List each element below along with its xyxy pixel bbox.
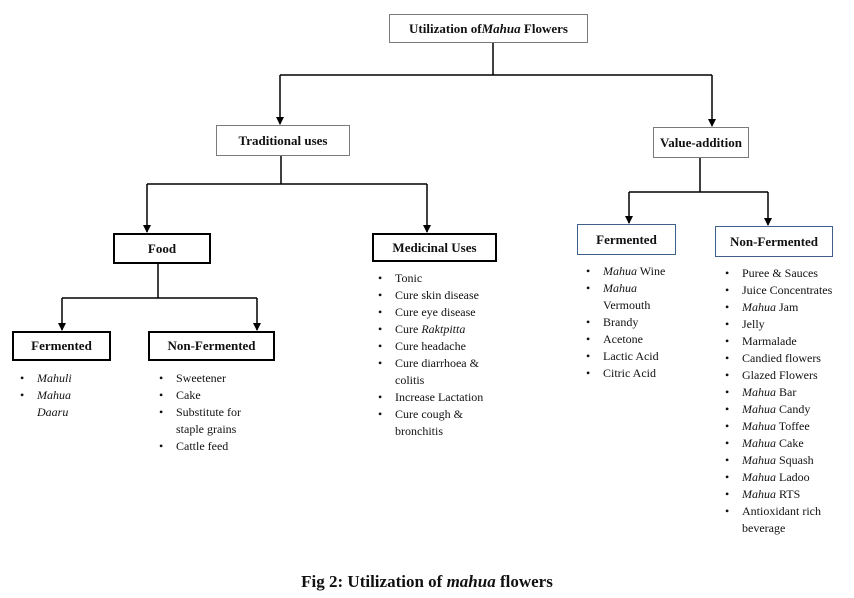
caption-em: mahua	[446, 572, 496, 591]
food-fermented-label: Fermented	[31, 338, 92, 353]
traditional-uses-node: Traditional uses	[216, 125, 350, 156]
list-item: Cure cough & bronchitis	[374, 406, 499, 440]
list-item: Jelly	[721, 316, 849, 333]
list-item: Mahua Jam	[721, 299, 849, 316]
list-item: Cake	[155, 387, 280, 404]
list-item: Mahuli	[16, 370, 96, 387]
list-item: Marmalade	[721, 333, 849, 350]
list-item: Juice Concentrates	[721, 282, 849, 299]
list-item: Mahua Toffee	[721, 418, 849, 435]
va-non-fermented-node: Non-Fermented	[715, 226, 833, 257]
list-item: Mahua Candy	[721, 401, 849, 418]
list-item: Citric Acid	[582, 365, 687, 382]
va-fermented-list: Mahua Wine Mahua Vermouth Brandy Acetone…	[582, 263, 687, 382]
list-item: Glazed Flowers	[721, 367, 849, 384]
list-item: Mahua Cake	[721, 435, 849, 452]
list-item: Cattle feed	[155, 438, 280, 455]
list-item: Substitute for staple grains	[155, 404, 280, 438]
list-item: Mahua Wine	[582, 263, 687, 280]
value-addition-label: Value-addition	[660, 134, 742, 150]
food-fermented-node: Fermented	[12, 331, 111, 361]
root-node: Utilization of Mahua Flowers	[389, 14, 588, 43]
medicinal-list: Tonic Cure skin disease Cure eye disease…	[374, 270, 499, 440]
va-fermented-label: Fermented	[596, 231, 657, 247]
root-label-pre: Utilization of	[409, 20, 482, 36]
list-item: Mahua Vermouth	[582, 280, 687, 314]
list-item: Mahua Ladoo	[721, 469, 849, 486]
value-addition-node: Value-addition	[653, 127, 749, 158]
list-item: Cure headache	[374, 338, 499, 355]
list-item: Tonic	[374, 270, 499, 287]
va-fermented-node: Fermented	[577, 224, 676, 255]
root-label-em: Mahua	[481, 20, 521, 36]
list-item: Sweetener	[155, 370, 280, 387]
list-item: Acetone	[582, 331, 687, 348]
list-item: Mahua Bar	[721, 384, 849, 401]
list-item: Lactic Acid	[582, 348, 687, 365]
caption-post: flowers	[495, 572, 553, 591]
medicinal-uses-node: Medicinal Uses	[372, 233, 497, 262]
medicinal-uses-label: Medicinal Uses	[392, 239, 477, 255]
list-item: Puree & Sauces	[721, 265, 849, 282]
list-item: Mahua Squash	[721, 452, 849, 469]
list-item: Cure diarrhoea & colitis	[374, 355, 499, 389]
list-item: Cure Raktpitta	[374, 321, 499, 338]
list-item: Cure skin disease	[374, 287, 499, 304]
food-non-fermented-node: Non-Fermented	[148, 331, 275, 361]
list-item: Cure eye disease	[374, 304, 499, 321]
food-label: Food	[147, 240, 177, 256]
food-non-fermented-label: Non-Fermented	[167, 338, 256, 353]
figure-caption: Fig 2: Utilization of mahua flowers	[0, 572, 854, 592]
va-non-fermented-label: Non-Fermented	[729, 233, 819, 249]
list-item: Mahua RTS	[721, 486, 849, 503]
list-item: Increase Lactation	[374, 389, 499, 406]
list-item: Candied flowers	[721, 350, 849, 367]
list-item: Brandy	[582, 314, 687, 331]
food-node: Food	[113, 233, 211, 264]
root-label-post: Flowers	[520, 20, 568, 36]
food-non-fermented-list: Sweetener Cake Substitute for staple gra…	[155, 370, 280, 455]
caption-pre: Fig 2: Utilization of	[301, 572, 447, 591]
va-non-fermented-list: Puree & Sauces Juice Concentrates Mahua …	[721, 265, 849, 537]
list-item: Mahua Daaru	[16, 387, 96, 421]
food-fermented-list: Mahuli Mahua Daaru	[16, 370, 96, 421]
list-item: Antioxidant rich beverage	[721, 503, 849, 537]
traditional-uses-label: Traditional uses	[238, 132, 328, 148]
